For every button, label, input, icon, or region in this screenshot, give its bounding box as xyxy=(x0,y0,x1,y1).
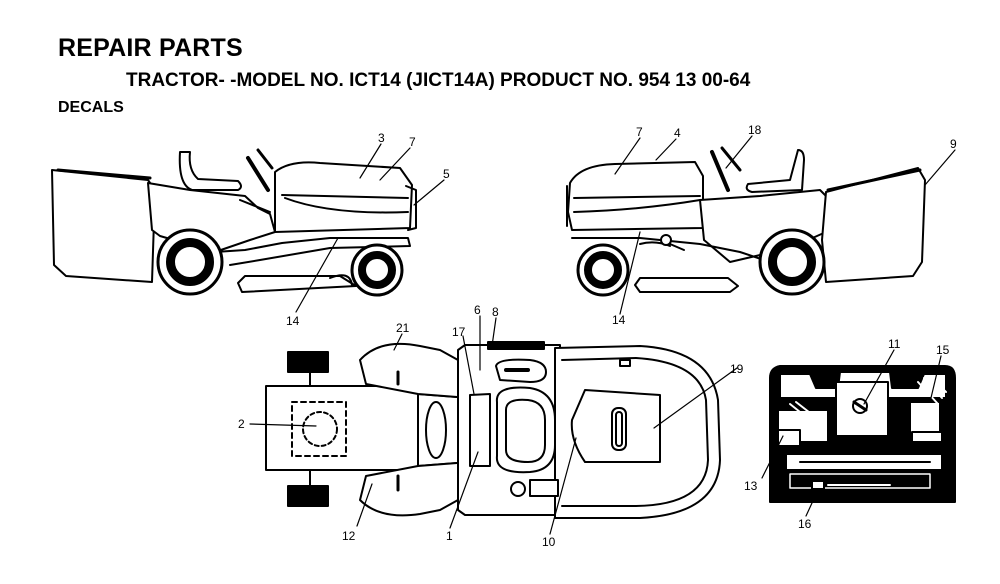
callout-13: 13 xyxy=(744,479,758,493)
leader-lines xyxy=(249,135,956,535)
callout-2: 2 xyxy=(238,417,245,431)
callout-17: 17 xyxy=(452,325,466,339)
tractor-top-view xyxy=(265,341,721,519)
callout-15: 15 xyxy=(936,343,950,357)
tractor-rear-panel-view xyxy=(769,365,956,503)
callout-16: 16 xyxy=(798,517,812,531)
callout-10: 10 xyxy=(542,535,556,549)
callout-14-left: 14 xyxy=(286,314,300,328)
callout-labels: 3 7 5 14 7 4 18 9 14 2 21 6 8 17 1 12 10… xyxy=(238,123,957,549)
callout-7-left: 7 xyxy=(409,135,416,149)
tractor-left-view xyxy=(51,148,417,297)
callout-12: 12 xyxy=(342,529,356,543)
callout-6: 6 xyxy=(474,303,481,317)
callout-21: 21 xyxy=(396,321,410,335)
callout-7-right: 7 xyxy=(636,125,643,139)
callout-19: 19 xyxy=(730,362,744,376)
section-heading: DECALS xyxy=(58,99,124,116)
page-title: REPAIR PARTS xyxy=(58,34,243,62)
callout-9: 9 xyxy=(950,137,957,151)
callout-8: 8 xyxy=(492,305,499,319)
callout-18: 18 xyxy=(748,123,762,137)
callout-5: 5 xyxy=(443,167,450,181)
callout-4: 4 xyxy=(674,126,681,140)
tractor-right-view xyxy=(566,146,926,297)
callout-3: 3 xyxy=(378,131,385,145)
callout-1: 1 xyxy=(446,529,453,543)
callout-11: 11 xyxy=(888,337,901,351)
callout-14-right: 14 xyxy=(612,313,626,327)
model-subtitle: TRACTOR- -MODEL NO. ICT14 (JICT14A) PROD… xyxy=(126,70,751,91)
